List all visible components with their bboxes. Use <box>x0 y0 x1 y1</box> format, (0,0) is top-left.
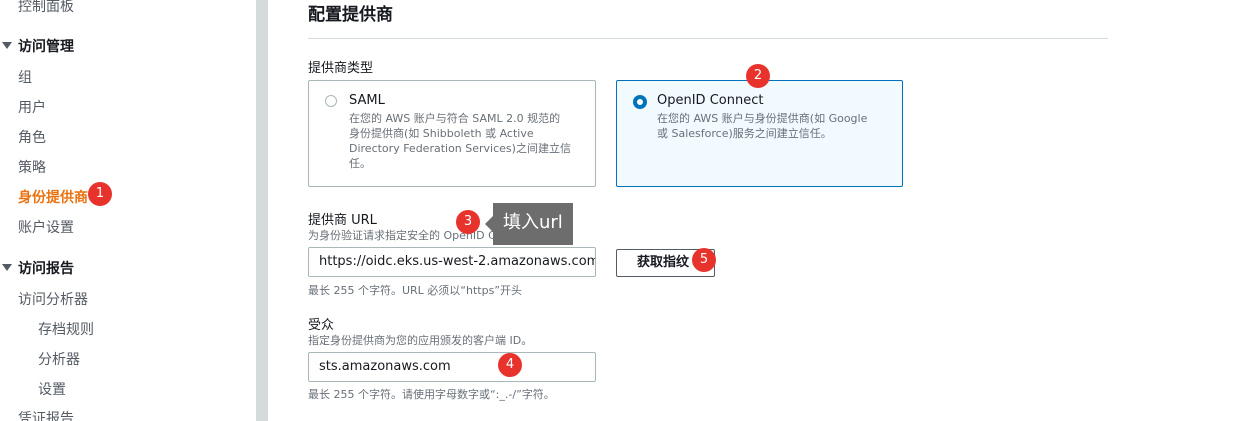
provider-type-oidc-card[interactable]: OpenID Connect 在您的 AWS 账户与身份提供商(如 Google… <box>616 80 903 187</box>
oidc-radio[interactable] <box>633 95 647 109</box>
audience-label: 受众 <box>308 318 335 333</box>
saml-description: 在您的 AWS 账户与符合 SAML 2.0 规范的 身份提供商(如 Shibb… <box>349 111 571 171</box>
annotation-marker-4: 4 <box>498 353 522 377</box>
sidebar-item-archive-rules[interactable]: 存档规则 <box>38 322 94 338</box>
sidebar-item-settings[interactable]: 设置 <box>38 382 66 398</box>
sidebar-item-credential-report[interactable]: 凭证报告 <box>18 411 74 421</box>
sidebar-divider[interactable] <box>256 0 268 421</box>
saml-title: SAML <box>349 93 385 108</box>
sidebar-item-dashboard[interactable]: 控制面板 <box>18 0 74 15</box>
oidc-desc-line: 或 Salesforce)服务之间建立信任。 <box>657 127 832 140</box>
sidebar-item-policies[interactable]: 策略 <box>18 160 46 176</box>
sidebar-group-access-reports[interactable]: 访问报告 <box>2 258 74 278</box>
oidc-title: OpenID Connect <box>657 93 764 108</box>
sidebar: 控制面板 访问管理 组 用户 角色 策略 身份提供商 账户设置 访问报告 访问分… <box>0 0 256 421</box>
sidebar-item-roles[interactable]: 角色 <box>18 130 46 146</box>
annotation-tooltip: 填入url <box>485 203 573 245</box>
sidebar-item-analyzers[interactable]: 分析器 <box>38 352 80 368</box>
sidebar-item-account-settings[interactable]: 账户设置 <box>18 220 74 236</box>
sidebar-group-access-management[interactable]: 访问管理 <box>2 36 74 56</box>
annotation-marker-5: 5 <box>692 248 716 272</box>
saml-radio[interactable] <box>325 95 337 107</box>
provider-url-hint: 最长 255 个字符。URL 必须以“https”开头 <box>308 284 523 297</box>
page-title: 配置提供商 <box>308 5 393 25</box>
saml-desc-line: 在您的 AWS 账户与符合 SAML 2.0 规范的 <box>349 112 561 125</box>
annotation-marker-1: 1 <box>88 182 112 206</box>
sidebar-item-groups[interactable]: 组 <box>18 70 32 86</box>
caret-down-icon <box>2 42 12 49</box>
sidebar-group-label: 访问管理 <box>18 39 74 55</box>
audience-input[interactable]: sts.amazonaws.com <box>308 352 596 382</box>
provider-type-saml-card[interactable]: SAML 在您的 AWS 账户与符合 SAML 2.0 规范的 身份提供商(如 … <box>308 80 596 187</box>
caret-down-icon <box>2 264 12 271</box>
audience-description: 指定身份提供商为您的应用颁发的客户端 ID。 <box>308 334 533 347</box>
sidebar-item-users[interactable]: 用户 <box>18 100 46 116</box>
audience-hint: 最长 255 个字符。请使用字母数字或“:_.-/”字符。 <box>308 388 555 401</box>
title-divider <box>308 38 1108 39</box>
oidc-desc-line: 在您的 AWS 账户与身份提供商(如 Google <box>657 112 868 125</box>
main-content: 配置提供商 提供商类型 SAML 在您的 AWS 账户与符合 SAML 2.0 … <box>268 0 1251 421</box>
provider-type-label: 提供商类型 <box>308 61 374 76</box>
provider-url-label: 提供商 URL <box>308 213 377 228</box>
annotation-marker-2: 2 <box>746 64 770 88</box>
saml-desc-line: 任。 <box>349 157 371 170</box>
annotation-marker-3: 3 <box>456 210 480 234</box>
sidebar-item-identity-providers[interactable]: 身份提供商 <box>18 190 88 206</box>
sidebar-group-label: 访问报告 <box>18 261 74 277</box>
oidc-description: 在您的 AWS 账户与身份提供商(如 Google 或 Salesforce)服… <box>657 111 867 141</box>
provider-url-input[interactable]: https://oidc.eks.us-west-2.amazonaws.com <box>308 247 596 277</box>
saml-desc-line: 身份提供商(如 Shibboleth 或 Active <box>349 127 534 140</box>
sidebar-item-access-analyzer[interactable]: 访问分析器 <box>18 292 88 308</box>
saml-desc-line: Directory Federation Services)之间建立信 <box>349 142 571 155</box>
